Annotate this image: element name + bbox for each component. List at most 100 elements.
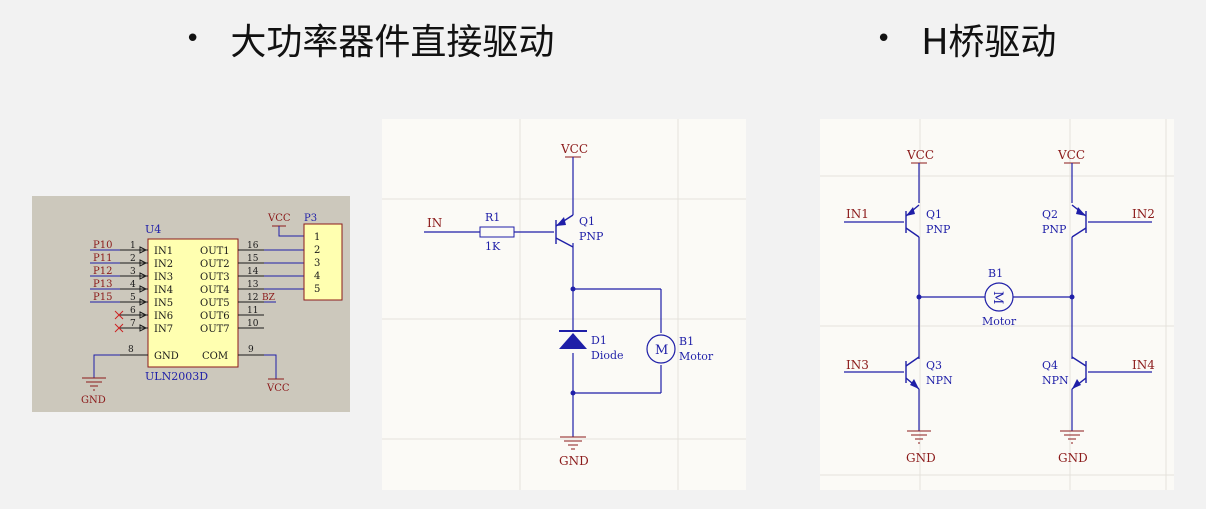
uln-in-pin-num: 4 [130, 280, 136, 290]
uln-out-pin-label: OUT3 [200, 272, 230, 283]
uln-in-arrow-icon [139, 298, 148, 306]
uln-connector-pin: 3 [314, 258, 320, 269]
uln-connector-pin: 2 [314, 245, 320, 256]
uln-in-pin-num: 5 [130, 293, 136, 303]
hbridge-vcc-left: VCC [906, 148, 934, 162]
direct-m-ref: B1 [679, 335, 694, 348]
direct-m-symbol: M [655, 343, 668, 358]
uln-in-pin-num: 1 [130, 241, 136, 251]
uln-out-pin-label: OUT6 [200, 311, 230, 322]
direct-resistor [479, 226, 515, 238]
direct-drive-schematic: VCC IN R1 1K Q1 PNP D1 Diode M B1 Motor … [382, 119, 746, 490]
hbridge-q1-type: PNP [926, 223, 951, 236]
direct-d-ref: D1 [591, 334, 607, 347]
hbridge-q1-ref: Q1 [926, 208, 942, 221]
uln-connector-pin: 4 [314, 271, 320, 282]
uln-in-pin-label: IN6 [154, 311, 173, 322]
hbridge-gnd-right-symbol [1060, 430, 1084, 444]
uln-in-pin-label: IN2 [154, 259, 173, 270]
direct-grid [382, 119, 746, 490]
uln-bz-label: BZ [262, 293, 275, 303]
uln-in-arrow-icon [139, 324, 148, 332]
uln-in-pin-label: IN5 [154, 298, 173, 309]
uln-input-label: P13 [93, 279, 112, 290]
hbridge-q3-arrow [910, 379, 919, 389]
direct-q-type: PNP [579, 230, 604, 243]
uln-out-pin-num: 13 [247, 280, 259, 290]
uln-in-pin-num: 2 [130, 254, 136, 264]
uln-in-pin-label: IN4 [154, 285, 173, 296]
direct-q1-arrow [556, 217, 566, 226]
hbridge-grid [820, 119, 1174, 490]
direct-in: IN [427, 216, 442, 230]
hbridge-in4: IN4 [1132, 358, 1155, 372]
direct-junction-top [570, 286, 576, 292]
uln-out-pin-num: 16 [247, 241, 259, 251]
hbridge-q4-ref: Q4 [1042, 359, 1058, 372]
uln-input-label: P15 [93, 292, 112, 303]
direct-diode-triangle [559, 333, 587, 349]
uln-out-pin-label: OUT1 [200, 246, 230, 257]
uln-out-pin-num: 11 [247, 306, 258, 316]
uln-out-pin-label: OUT5 [200, 298, 230, 309]
heading-h-bridge-text: H桥驱动 [921, 22, 1057, 63]
uln-input-label: P11 [93, 253, 112, 264]
uln-vcc-top-wire [278, 226, 304, 237]
uln-no-connect-icon [114, 323, 124, 333]
hbridge-q4-type: NPN [1042, 374, 1069, 387]
hbridge-q2-type: PNP [1042, 223, 1067, 236]
uln-out-pin-label: OUT4 [200, 285, 230, 296]
uln-out-pin-label: OUT2 [200, 259, 230, 270]
uln-connector-body [303, 223, 343, 301]
direct-r-val: 1K [485, 240, 501, 253]
hbridge-m-type: Motor [982, 315, 1017, 328]
uln-input-label: P10 [93, 240, 112, 251]
hbridge-junction-right [1069, 294, 1075, 300]
direct-r-ref: R1 [485, 211, 500, 224]
hbridge-m-ref: B1 [988, 267, 1003, 280]
uln-connector-pin: 1 [314, 232, 320, 243]
uln-chip-body [147, 238, 239, 368]
uln-in-pin-num: 6 [130, 306, 136, 316]
hbridge-in2: IN2 [1132, 207, 1155, 221]
hbridge-gnd-left: GND [906, 451, 936, 465]
uln-com-wire [264, 354, 277, 379]
heading-h-bridge: • H桥驱动 [876, 14, 1056, 64]
hbridge-q3-ref: Q3 [926, 359, 942, 372]
uln-ref: U4 [145, 223, 161, 236]
hbridge-in3: IN3 [846, 358, 869, 372]
uln-in-arrow-icon [139, 259, 148, 267]
direct-junction-bottom [570, 390, 576, 396]
uln-out-pin-label: OUT7 [200, 324, 230, 335]
bullet: • [876, 24, 892, 54]
direct-m-type: Motor [679, 350, 714, 363]
uln-in-pin-label: IN7 [154, 324, 173, 335]
uln-in-arrow-icon [139, 272, 148, 280]
uln-in-pin-num: 3 [130, 267, 136, 277]
direct-q-ref: Q1 [579, 215, 595, 228]
uln-out-pin-num: 10 [247, 319, 259, 329]
heading-direct-drive-text: 大功率器件直接驱动 [230, 22, 555, 63]
hbridge-q3-type: NPN [926, 374, 953, 387]
uln2003-schematic: U4 ULN2003D IN11P10IN22P11IN33P12IN44P13… [32, 196, 350, 412]
bullet: • [185, 24, 201, 54]
uln-out-pin-num: 15 [247, 254, 259, 264]
uln-com-num: 9 [248, 345, 254, 355]
direct-gnd-symbol [560, 436, 586, 450]
hbridge-m-symbol: M [990, 291, 1005, 304]
hbridge-gnd-right: GND [1058, 451, 1088, 465]
heading-direct-drive: • 大功率器件直接驱动 [185, 14, 554, 64]
hbridge-in1: IN1 [846, 207, 869, 221]
h-bridge-schematic: VCC VCC Q1 PNP IN1 Q2 PNP IN2 M B1 Moto [820, 119, 1174, 490]
uln-vcc-top: VCC [267, 213, 291, 224]
hbridge-q1-arrow [906, 207, 915, 216]
uln-gnd-wire [93, 354, 120, 378]
uln-out-pin-num: 12 [247, 293, 258, 303]
direct-motor [646, 334, 676, 364]
hbridge-motor [984, 282, 1014, 312]
uln-input-label: P12 [93, 266, 112, 277]
uln-in-pin-num: 7 [130, 319, 136, 329]
direct-background [382, 119, 746, 490]
uln-com-pin: COM [202, 351, 228, 362]
hbridge-junction-left [916, 294, 922, 300]
